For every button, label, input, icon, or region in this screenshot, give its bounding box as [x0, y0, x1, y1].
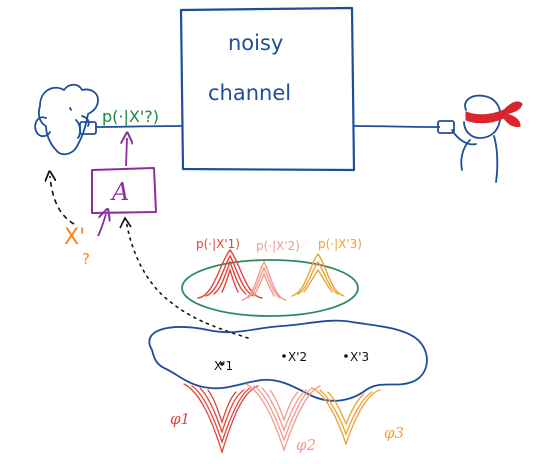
region-outline	[148, 319, 428, 402]
query-label: X' ?	[64, 225, 90, 268]
sender-message-label: p(·|X'?)	[102, 107, 159, 126]
distribution-3	[291, 252, 345, 297]
potential-label-3: φ3	[384, 424, 404, 442]
blindfold-band	[465, 109, 505, 124]
query-to-sender-arrow	[50, 176, 75, 225]
point-label-1: X'1	[214, 359, 233, 373]
blindfold-knot	[503, 101, 523, 128]
sender-eye	[69, 107, 72, 111]
sender-head	[38, 83, 99, 156]
channel-box	[179, 6, 356, 172]
point-label-3: X'3	[350, 350, 369, 364]
sender-channel-link	[95, 125, 183, 128]
distribution-label-3: p(·|X'3)	[318, 237, 362, 251]
distribution-label-2: p(·|X'2)	[256, 239, 300, 253]
potential-label-1: φ1	[170, 410, 190, 428]
algorithm-box: A	[91, 167, 157, 214]
query-label-main: X'	[64, 225, 85, 250]
distribution-1	[197, 248, 263, 299]
distribution-2	[241, 260, 287, 301]
noisy-channel: noisy channel	[179, 6, 356, 172]
algorithm-to-message-arrow	[126, 138, 127, 167]
potential-1	[183, 383, 259, 455]
potential-label-2: φ2	[296, 436, 316, 454]
algorithm-symbol: A	[110, 178, 129, 206]
point-label-2: X'2	[288, 350, 307, 364]
receiver-arm	[451, 129, 477, 146]
sender-ear	[34, 116, 51, 138]
distribution-label-1: p(·|X'1)	[196, 237, 240, 251]
sender-tusk	[81, 115, 90, 127]
region-points: X'1 X'2 X'3	[214, 350, 369, 373]
receiver-figure	[437, 94, 502, 183]
receiver-can	[437, 120, 455, 134]
sender-figure	[34, 83, 99, 156]
point-2	[282, 354, 286, 358]
point-1	[220, 362, 224, 366]
input-region: X'1 X'2 X'3	[148, 319, 428, 402]
distributions-group: p(·|X'1) p(·|X'2) p(·|X'3)	[181, 237, 362, 317]
query-label-sub: ?	[82, 250, 90, 268]
algorithm-link-arrowhead	[119, 216, 132, 229]
algorithm-box-outline	[91, 167, 157, 214]
channel-label-line1: noisy	[228, 31, 283, 55]
blindfold	[465, 101, 523, 128]
point-3	[344, 354, 348, 358]
potential-2	[245, 383, 321, 453]
channel-label-line2: channel	[208, 81, 291, 105]
potential-3	[311, 387, 381, 447]
receiver-body	[460, 135, 499, 183]
distributions-ellipse	[181, 259, 359, 317]
channel-receiver-link	[353, 125, 441, 128]
sender-can	[79, 121, 97, 135]
query-to-algorithm-arrow	[97, 214, 106, 237]
